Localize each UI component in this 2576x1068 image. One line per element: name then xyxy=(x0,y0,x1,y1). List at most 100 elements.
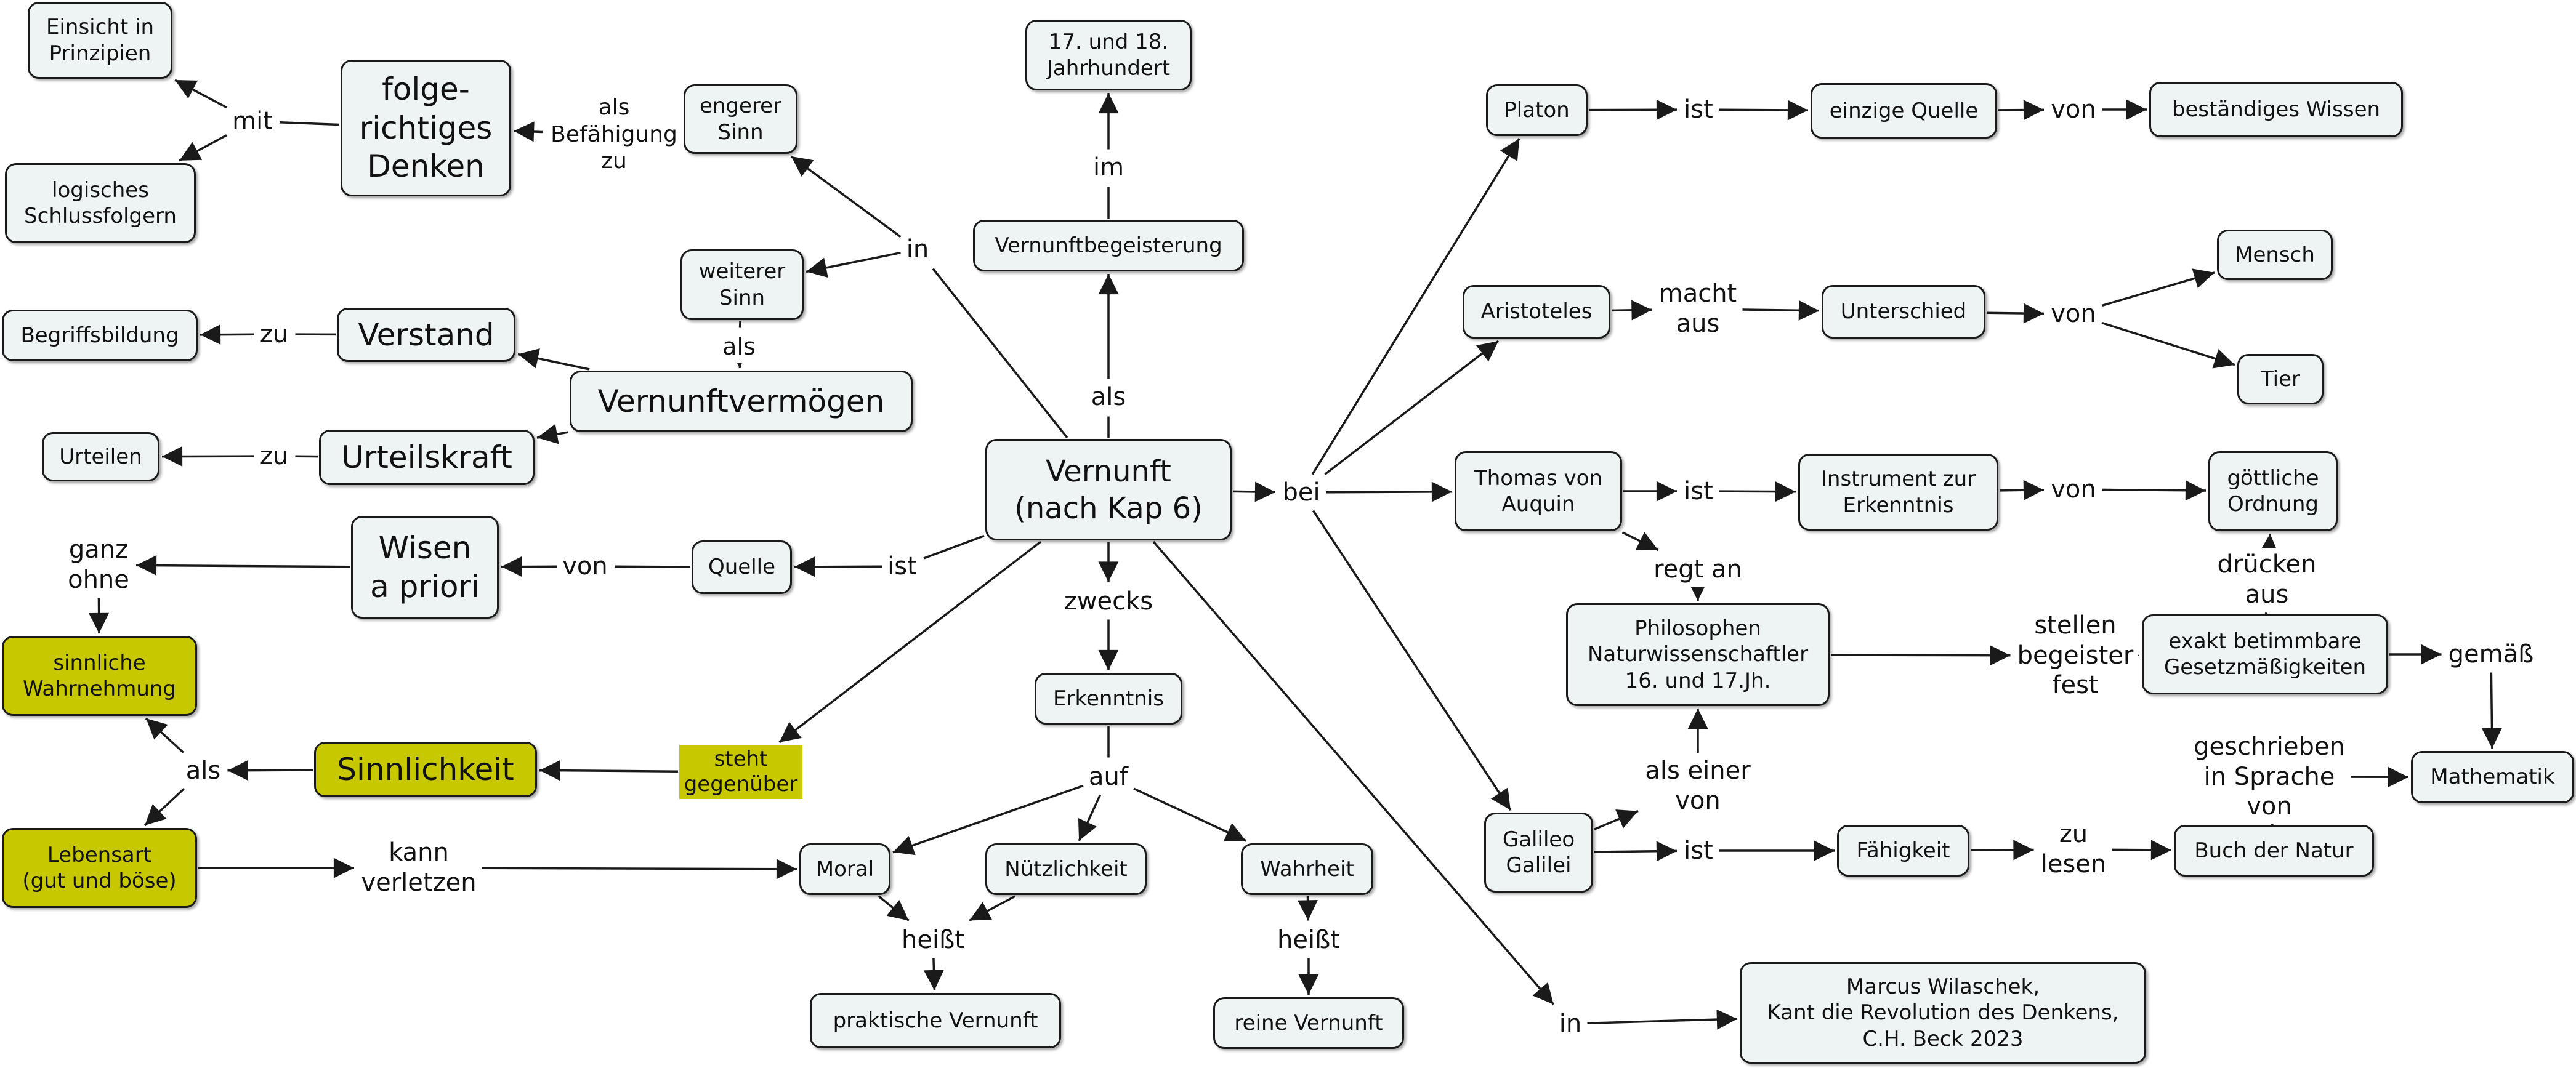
concept-wahrheit: Wahrheit xyxy=(1241,843,1373,895)
connector-vernunftvermoegen-to-urteilskraft xyxy=(536,424,569,444)
connector-vernunft-to-steht-gegenueber xyxy=(778,540,1042,744)
connector-als-befaehigung-to-folgerichtig xyxy=(513,121,543,142)
connector-kann-verletzen-to-moral xyxy=(482,859,797,880)
link-geschrieben: geschrieben in Sprache von xyxy=(2189,729,2349,824)
link-gemaess: gemäß xyxy=(2444,637,2538,672)
link-kann-verletzen: kann verletzen xyxy=(357,836,481,900)
connector-von-thomas-to-goettliche-ordnung xyxy=(2101,480,2207,501)
connector-vernunft-to-in-bottom xyxy=(1152,540,1555,1005)
connector-zu-verstand-to-begriffsbildung xyxy=(200,324,254,345)
concept-sinnlichkeit: Sinnlichkeit xyxy=(314,742,537,797)
link-steht-gegenueber: steht gegenüber xyxy=(679,745,802,799)
connector-vernunft-to-ist-quelle xyxy=(923,534,985,560)
link-heisst-prakt: heißt xyxy=(897,923,969,957)
concept-urteilen: Urteilen xyxy=(42,432,159,481)
concept-gesetzmaessigkeiten: exakt betimmbare Gesetzmäßigkeiten xyxy=(2142,614,2388,694)
connector-thomas-to-regt-an xyxy=(1621,531,1659,552)
concept-mensch: Mensch xyxy=(2217,230,2333,280)
connector-faehigkeit-to-zu-lesen xyxy=(1970,840,2034,861)
connector-wisen-to-ganz-ohne xyxy=(135,555,350,576)
connector-als-sinn-to-lebensart xyxy=(143,788,185,827)
connector-quelle-to-von-quelle xyxy=(614,565,691,568)
link-mit: mit xyxy=(228,104,277,139)
connector-zu-urteil-to-urteilen xyxy=(161,446,254,467)
link-heisst-rein: heißt xyxy=(1273,923,1344,957)
link-von-quelle: von xyxy=(558,549,612,584)
connector-auf-to-wahrheit xyxy=(1133,787,1247,842)
connector-wahrheit-to-heisst-rein xyxy=(1297,896,1318,921)
connector-bei-to-platon xyxy=(1311,138,1520,475)
connector-drucken-aus-to-goettliche-ordnung xyxy=(2258,533,2279,555)
concept-einzige-quelle: einzige Quelle xyxy=(1811,83,1997,139)
link-zu-lesen: zu lesen xyxy=(2036,817,2111,881)
concept-verstand: Verstand xyxy=(337,308,515,362)
connector-vernunft-to-in-top xyxy=(932,268,1068,439)
connector-instrument-to-von-thomas xyxy=(1999,480,2045,500)
concept-philosophen: Philosophen Naturwissenschaftler 16. und… xyxy=(1566,603,1830,706)
concept-faehigkeit: Fähigkeit xyxy=(1837,825,1969,877)
link-als-sinn: als xyxy=(181,753,225,788)
concept-sinnliche-wahrnehmung: sinnliche Wahrnehmung xyxy=(2,636,197,716)
connector-galileo-to-ist-galileo xyxy=(1594,841,1678,862)
connector-nuetzlichkeit-to-heisst-prakt xyxy=(969,895,1016,922)
connector-philosophen-to-stellen-fest xyxy=(1830,645,2011,666)
connector-in-top-to-weiterer-sinn xyxy=(806,251,901,278)
link-stellen-fest: stellen begeister fest xyxy=(2013,608,2138,703)
connector-ist-thomas-to-instrument xyxy=(1718,481,1796,502)
connector-macht-aus-to-unterschied xyxy=(1742,300,1820,321)
concept-wisen: Wisen a priori xyxy=(351,516,499,619)
concept-wilaschek: Marcus Wilaschek, Kant die Revolution de… xyxy=(1740,962,2146,1064)
connector-in-top-to-engerer-sinn xyxy=(790,155,902,238)
concept-jahrhundert: 17. und 18. Jahrhundert xyxy=(1025,20,1192,90)
link-von-platon: von xyxy=(2046,92,2101,127)
concept-einsicht: Einsicht in Prinzipien xyxy=(28,2,172,79)
connector-vernunft-to-bei xyxy=(1232,481,1276,502)
concept-lebensart: Lebensart (gut und böse) xyxy=(2,828,197,908)
connector-von-unterschied-to-mensch xyxy=(2101,268,2215,307)
link-ist-platon: ist xyxy=(1679,92,1718,127)
connector-vernunftvermoegen-to-verstand xyxy=(517,348,590,371)
link-als-top: als xyxy=(1086,380,1131,414)
connector-zu-lesen-to-buch-der-natur xyxy=(2112,840,2172,861)
concept-moral: Moral xyxy=(799,843,890,895)
link-zu-verstand: zu xyxy=(255,317,293,351)
concept-urteilskraft: Urteilskraft xyxy=(319,430,535,485)
concept-logisch: logisches Schlussfolgern xyxy=(5,163,196,243)
link-in-bottom: in xyxy=(1554,1006,1586,1041)
connector-folgerichtig-to-mit xyxy=(279,121,340,126)
concept-goettliche-ordnung: göttliche Ordnung xyxy=(2208,451,2338,531)
link-auf: auf xyxy=(1084,760,1133,794)
link-drucken-aus: drücken aus xyxy=(2213,548,2321,612)
concept-vernunftvermoegen: Vernunftvermögen xyxy=(570,371,913,432)
link-ganz-ohne: ganz ohne xyxy=(63,533,134,597)
concept-buch-der-natur: Buch der Natur xyxy=(2174,825,2374,877)
link-im: im xyxy=(1088,150,1129,185)
link-von-unterschied: von xyxy=(2046,297,2101,331)
connector-als-sinn-to-sinnliche-wahrnehmung xyxy=(145,717,184,753)
concept-weiterer-sinn: weiterer Sinn xyxy=(680,249,804,320)
link-zu-urteil: zu xyxy=(255,439,293,473)
concept-praktische-vernunft: praktische Vernunft xyxy=(810,993,1061,1048)
connector-bei-to-galileo xyxy=(1312,510,1512,811)
concept-reine-vernunft: reine Vernunft xyxy=(1213,997,1404,1049)
connector-galileo-to-als-einer-von xyxy=(1594,809,1639,830)
connector-sinnlichkeit-to-als-sinn xyxy=(227,760,313,781)
connector-von-unterschied-to-tier xyxy=(2101,321,2235,369)
link-von-thomas: von xyxy=(2046,472,2101,507)
connector-weiterer-sinn-to-als-weiter xyxy=(738,321,741,328)
link-bei: bei xyxy=(1278,475,1325,510)
connector-moral-to-heisst-prakt xyxy=(878,895,910,921)
connector-auf-to-nuetzlichkeit xyxy=(1078,794,1102,841)
concept-engerer-sinn: engerer Sinn xyxy=(684,84,797,154)
link-zwecks: zwecks xyxy=(1059,584,1158,619)
concept-erkenntnis: Erkenntnis xyxy=(1035,673,1182,725)
link-als-einer-von: als einer von xyxy=(1641,754,1755,818)
connector-heisst-prakt-to-praktische-vernunft xyxy=(923,958,944,991)
link-ist-galileo: ist xyxy=(1679,833,1718,868)
concept-tier: Tier xyxy=(2237,354,2324,404)
connector-ist-quelle-to-quelle xyxy=(794,556,882,577)
concept-quelle: Quelle xyxy=(692,540,792,594)
concept-platon: Platon xyxy=(1486,84,1588,136)
